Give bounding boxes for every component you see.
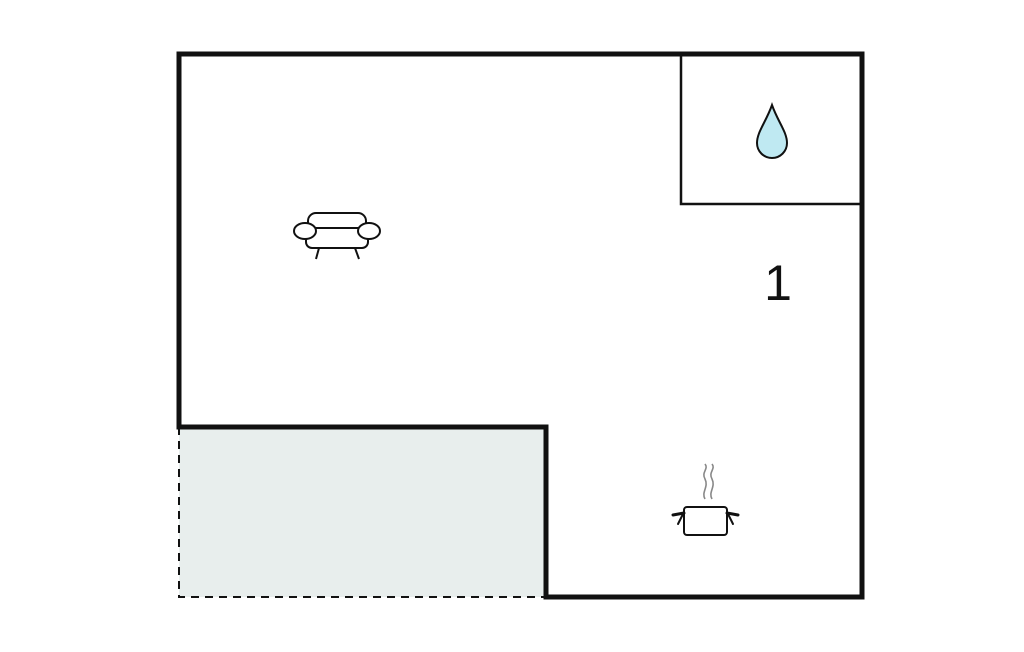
exterior-walls: [176, 51, 865, 600]
sofa-icon: [293, 212, 381, 260]
bathroom-walls: [679, 54, 862, 206]
terrace-dashed-border: [178, 427, 546, 598]
water-drop-icon: [755, 101, 789, 159]
cooking-pot-icon: [671, 463, 740, 536]
room-number: 1: [764, 255, 792, 311]
terrace-area: [178, 427, 546, 598]
terrace-fill: [179, 427, 546, 597]
